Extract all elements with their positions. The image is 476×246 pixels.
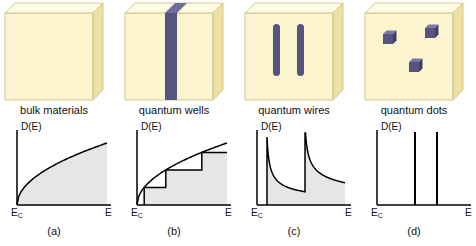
axis-title: E bbox=[345, 207, 352, 218]
dos-delta bbox=[436, 132, 438, 205]
axis-title: D(E) bbox=[261, 121, 282, 132]
cube-side bbox=[453, 3, 463, 100]
panel-letter: (b) bbox=[167, 225, 180, 237]
dot-front bbox=[425, 28, 435, 38]
well-slab bbox=[165, 13, 177, 100]
band-edge-label: EC bbox=[251, 207, 263, 218]
wire-rod bbox=[297, 24, 304, 76]
dot-side bbox=[393, 31, 397, 45]
cube-front bbox=[245, 13, 333, 100]
y-axis bbox=[256, 130, 258, 205]
dot-side bbox=[419, 59, 423, 73]
cube-side bbox=[93, 3, 103, 100]
axis-title: E bbox=[105, 207, 112, 218]
dot-front bbox=[409, 62, 419, 72]
panel-letter: (a) bbox=[47, 225, 60, 237]
cube-top bbox=[5, 3, 103, 13]
wire-rod bbox=[273, 24, 280, 76]
panel-letter: (c) bbox=[288, 225, 301, 237]
cube-front bbox=[5, 13, 93, 100]
dos-delta bbox=[414, 132, 416, 205]
cube-top bbox=[365, 3, 463, 13]
material-name: quantum wires bbox=[258, 104, 330, 116]
x-axis bbox=[137, 204, 231, 206]
dos-fill bbox=[144, 152, 227, 205]
material-name: quantum wells bbox=[139, 104, 209, 116]
panel bbox=[365, 3, 471, 205]
dos-curve bbox=[17, 143, 107, 205]
cube-front bbox=[365, 13, 453, 100]
y-axis bbox=[376, 130, 378, 205]
dos-spikes bbox=[267, 133, 345, 205]
dot-front bbox=[383, 34, 393, 44]
dos-steps bbox=[144, 152, 227, 205]
well-slab-top bbox=[165, 3, 187, 13]
cube-front bbox=[125, 13, 213, 100]
axis-title: D(E) bbox=[21, 121, 42, 132]
axis-title: E bbox=[225, 207, 232, 218]
cube-top bbox=[125, 3, 223, 13]
y-axis bbox=[16, 130, 18, 205]
cube-top bbox=[245, 3, 343, 13]
panel bbox=[245, 3, 351, 205]
band-edge-label: EC bbox=[11, 207, 23, 218]
cube-side bbox=[333, 3, 343, 100]
panel bbox=[5, 3, 111, 205]
dos-curve bbox=[137, 143, 227, 205]
y-axis bbox=[136, 130, 138, 205]
cube-side bbox=[213, 3, 223, 100]
band-edge-label: EC bbox=[371, 207, 383, 218]
axis-title: D(E) bbox=[141, 121, 162, 132]
axis-title: E bbox=[465, 207, 472, 218]
axis-title: D(E) bbox=[381, 121, 402, 132]
panel bbox=[125, 3, 231, 205]
x-axis bbox=[17, 204, 111, 206]
material-name: quantum dots bbox=[381, 104, 448, 116]
dos-fill bbox=[17, 143, 107, 205]
x-axis bbox=[377, 204, 471, 206]
material-name: bulk materials bbox=[20, 104, 88, 116]
dos-fill bbox=[267, 133, 345, 205]
band-edge-label: EC bbox=[131, 207, 143, 218]
x-axis bbox=[257, 204, 351, 206]
dot-side bbox=[435, 25, 439, 39]
panel-letter: (d) bbox=[407, 225, 420, 237]
